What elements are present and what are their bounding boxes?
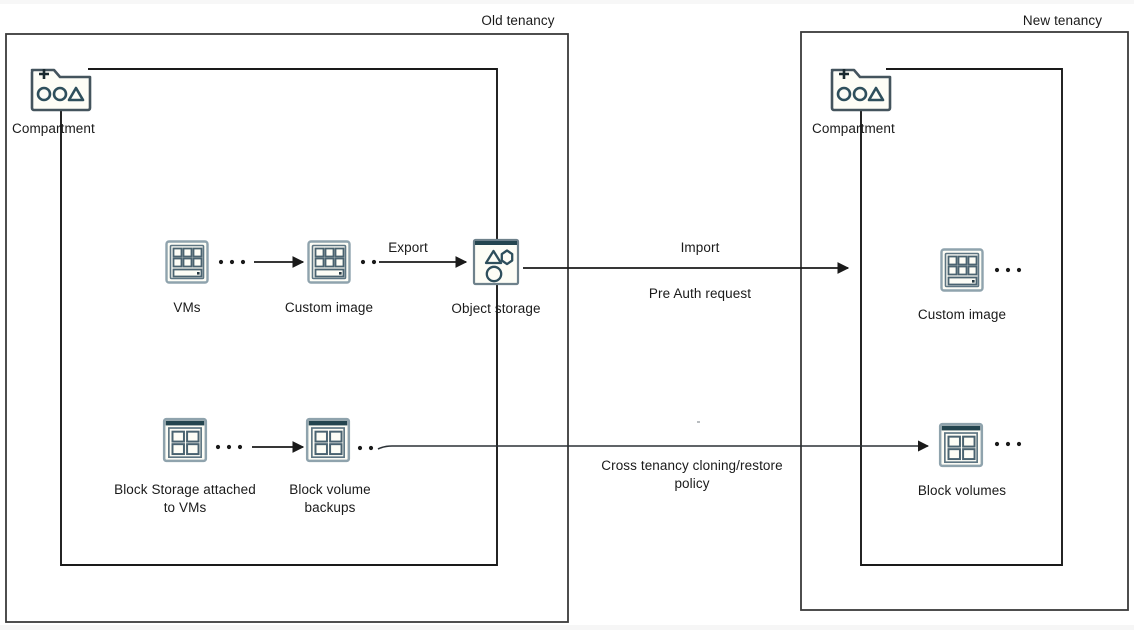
dot [994, 441, 1000, 447]
dot [1016, 267, 1022, 273]
new-tenancy-title: New tenancy [1022, 13, 1103, 28]
top-edge-strip [0, 0, 1134, 4]
dot [1005, 441, 1011, 447]
old-tenancy-frame [5, 33, 569, 623]
node-label-custom-image-old: Custom image [284, 300, 374, 315]
old-tenancy-title: Old tenancy [481, 13, 555, 28]
dot [371, 259, 377, 265]
new-compartment-label: Compartment [812, 121, 895, 136]
node-label-vms: VMs [173, 300, 201, 315]
block-volume-icon [162, 417, 208, 463]
new-compartment-frame [860, 68, 1063, 566]
edge-cross-tenancy-clone [377, 440, 930, 452]
object-storage-icon [472, 238, 520, 286]
dot [218, 259, 224, 265]
dot [368, 445, 374, 451]
vm-icon [165, 240, 209, 284]
vm-icon [307, 240, 351, 284]
edge-label-pre-auth-request: Pre Auth request [648, 286, 752, 301]
dot [1005, 267, 1011, 273]
block-volume-icon [305, 417, 351, 463]
stray-mark [697, 421, 700, 423]
dot [215, 444, 221, 450]
edge-label-cross-tenancy-policy: Cross tenancy cloning/restore policy [601, 458, 783, 492]
dot [994, 267, 1000, 273]
node-label-block-volumes-new: Block volumes [917, 483, 1007, 498]
dot [229, 259, 235, 265]
dot [357, 445, 363, 451]
node-label-block-storage: Block Storage attached to VMs [114, 482, 256, 516]
dot [226, 444, 232, 450]
old-compartment-label: Compartment [12, 121, 95, 136]
dot [360, 259, 366, 265]
new-tenancy-frame [800, 31, 1129, 611]
dot [240, 259, 246, 265]
block-volume-icon [938, 422, 984, 468]
compartment-folder-icon [830, 67, 892, 112]
vm-icon [940, 248, 984, 292]
compartment-folder-icon [30, 67, 92, 112]
edge-label-import: Import [680, 240, 720, 255]
node-label-block-volume-backups: Block volume backups [289, 482, 371, 516]
old-compartment-frame [60, 68, 498, 566]
node-label-custom-image-new: Custom image [917, 307, 1007, 322]
dot [1016, 441, 1022, 447]
edge-label-export: Export [388, 240, 428, 255]
bottom-edge-strip [0, 625, 1134, 630]
node-label-object-storage: Object storage [451, 301, 541, 316]
dot [237, 444, 243, 450]
